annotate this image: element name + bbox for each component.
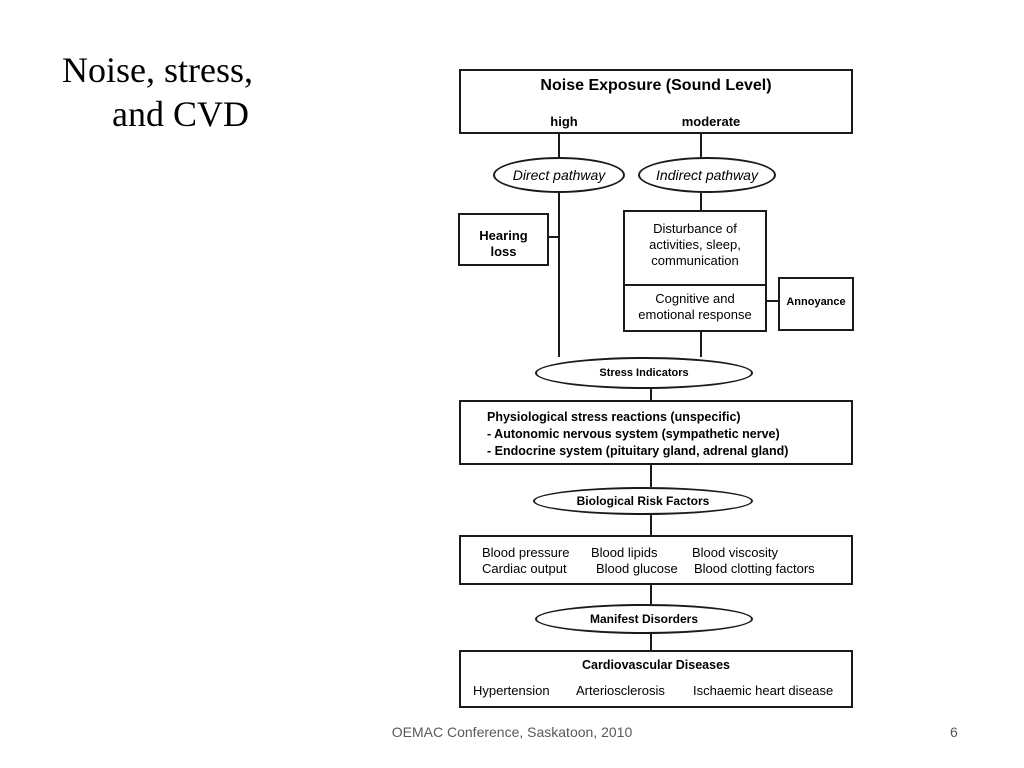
biological-risk-factors-oval: Biological Risk Factors — [533, 487, 753, 515]
noise-exposure-title: Noise Exposure (Sound Level) — [540, 77, 772, 94]
disturbance-line-3: communication — [651, 253, 739, 268]
annoyance-box: Annoyance — [778, 277, 854, 331]
connector-lines — [548, 134, 778, 650]
annoyance-label: Annoyance — [786, 296, 846, 308]
cognitive-line-2: emotional response — [638, 307, 752, 322]
physiological-reactions-box: Physiological stress reactions (unspecif… — [459, 400, 853, 465]
risk-factor-blood-clotting: Blood clotting factors — [694, 561, 815, 576]
cvd-arteriosclerosis: Arteriosclerosis — [576, 683, 665, 698]
noise-stress-cvd-diagram: Noise Exposure (Sound Level) high modera… — [455, 65, 857, 711]
stress-indicators-label: Stress Indicators — [599, 367, 689, 379]
risk-factor-blood-pressure: Blood pressure — [482, 545, 570, 560]
slide-title: Noise, stress, and CVD — [62, 48, 362, 136]
level-high-label: high — [550, 114, 578, 129]
indirect-pathway-oval: Indirect pathway — [638, 157, 776, 193]
cognitive-line-1: Cognitive and — [655, 291, 735, 306]
disturbance-line-1: Disturbance of — [653, 221, 737, 236]
cvd-ischaemic-heart-disease: Ischaemic heart disease — [693, 683, 834, 698]
slide-title-line-2: and CVD — [112, 94, 249, 134]
direct-pathway-oval: Direct pathway — [493, 157, 625, 193]
cvd-title: Cardiovascular Diseases — [581, 658, 730, 672]
risk-factor-blood-viscosity: Blood viscosity — [692, 545, 778, 560]
manifest-disorders-oval: Manifest Disorders — [535, 604, 753, 634]
disturbance-line-2: activities, sleep, — [649, 237, 741, 252]
stress-indicators-oval: Stress Indicators — [535, 357, 753, 389]
divider — [625, 284, 765, 286]
risk-factor-blood-glucose: Blood glucose — [596, 561, 678, 576]
physio-line-1: Physiological stress reactions (unspecif… — [487, 410, 741, 424]
physio-line-2: - Autonomic nervous system (sympathetic … — [487, 427, 780, 441]
slide-footer: OEMAC Conference, Saskatoon, 2010 — [391, 724, 633, 740]
hearing-loss-box: Hearing loss — [458, 213, 549, 266]
level-moderate-label: moderate — [681, 114, 741, 129]
physio-line-3: - Endocrine system (pituitary gland, adr… — [487, 444, 789, 458]
manifest-disorders-label: Manifest Disorders — [589, 612, 699, 626]
hearing-loss-line-2: loss — [490, 244, 517, 259]
cardiovascular-diseases-box: Cardiovascular Diseases Hypertension Art… — [459, 650, 853, 708]
disturbance-cognitive-box: Disturbance of activities, sleep, commun… — [623, 210, 767, 332]
risk-factor-blood-lipids: Blood lipids — [591, 545, 658, 560]
direct-pathway-label: Direct pathway — [512, 167, 606, 183]
page-number: 6 — [950, 724, 958, 740]
slide-title-line-1: Noise, stress, — [62, 50, 253, 90]
hearing-loss-line-1: Hearing — [479, 228, 528, 243]
indirect-pathway-label: Indirect pathway — [656, 167, 758, 183]
risk-factor-cardiac-output: Cardiac output — [482, 561, 567, 576]
noise-exposure-box: Noise Exposure (Sound Level) high modera… — [459, 69, 853, 134]
risk-factors-box: Blood pressure Blood lipids Blood viscos… — [459, 535, 853, 585]
cvd-hypertension: Hypertension — [473, 683, 550, 698]
biological-risk-factors-label: Biological Risk Factors — [576, 494, 710, 508]
